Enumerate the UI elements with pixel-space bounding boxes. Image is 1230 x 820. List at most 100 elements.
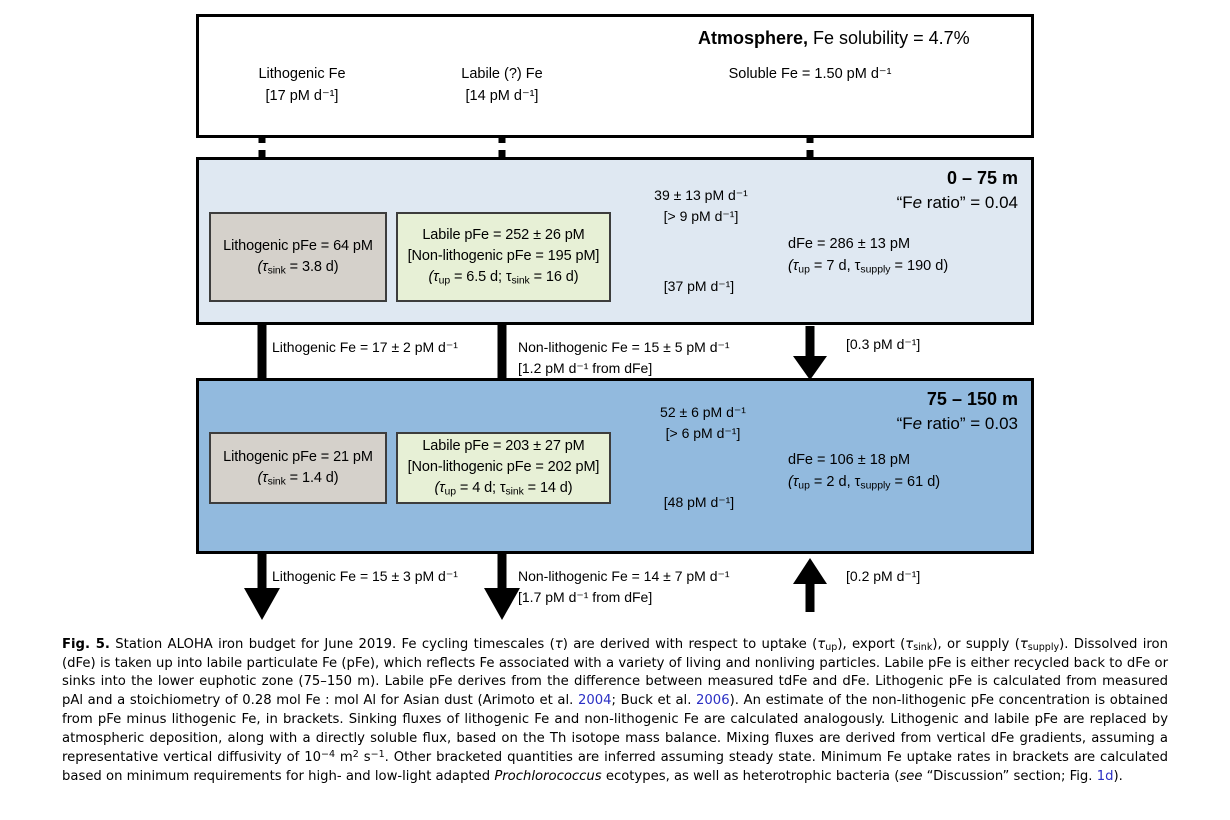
lower-fe-ratio-italic: e xyxy=(912,414,923,434)
tau-up-subscript: up xyxy=(438,275,451,287)
dfe-tau-supply-symbol: = 2 d, τ xyxy=(809,473,861,490)
tau-subscript: sink xyxy=(267,476,286,488)
lower-lithogenic-pool: Lithogenic pFe = 21 pM (τsink = 1.4 d) xyxy=(209,432,387,504)
lower-labile-line2: [Non-lithogenic pFe = 202 pM] xyxy=(407,459,600,476)
lower-dfe-line2: (τup = 2 d, τsupply = 61 d) xyxy=(788,472,940,494)
lower-dfe-label: dFe = 106 ± 18 pM (τup = 2 d, τsupply = … xyxy=(788,450,940,494)
caption-seg1: Station ALOHA iron budget for June 2019.… xyxy=(109,637,555,652)
upper-labile-line2: [Non-lithogenic pFe = 195 pM] xyxy=(407,248,600,265)
mid-flux-nonlithogenic-line1: Non-lithogenic Fe = 15 ± 5 pM d⁻¹ xyxy=(518,339,730,355)
upper-labile-line3: (τup = 6.5 d; τsink = 16 d) xyxy=(429,267,579,288)
lower-fe-ratio-suffix: ratio” = 0.03 xyxy=(922,414,1018,434)
bottom-flux-nonlithogenic-line2: [1.7 pM d⁻¹ from dFe] xyxy=(518,589,653,605)
caption-tau-up-sub: up xyxy=(825,642,838,654)
lower-uptake-flux-line2: [> 6 pM d⁻¹] xyxy=(665,425,741,441)
mid-flux-nonlithogenic-line2: [1.2 pM d⁻¹ from dFe] xyxy=(518,360,653,376)
upper-dfe-line1: dFe = 286 ± 13 pM xyxy=(788,236,911,252)
tau-sink-subscript: sink xyxy=(505,486,524,498)
dfe-tau-supply-value: = 61 d) xyxy=(890,473,941,490)
lower-labile-line1: Labile pFe = 203 ± 27 pM xyxy=(422,438,585,455)
source-label-soluble: Soluble Fe = 1.50 pM d⁻¹ xyxy=(700,64,920,86)
dfe-tau-supply-symbol: = 7 d, τ xyxy=(809,257,861,274)
lower-uptake-flux-line1: 52 ± 6 pM d⁻¹ xyxy=(660,404,746,420)
upper-lithogenic-pool: Lithogenic pFe = 64 pM (τsink = 3.8 d) xyxy=(209,212,387,302)
lower-labile-line3: (τup = 4 d; τsink = 14 d) xyxy=(434,478,572,499)
tau-value: = 3.8 d) xyxy=(285,258,339,275)
atmosphere-title: Atmosphere, Fe solubility = 4.7% xyxy=(698,28,970,49)
caption-seg7: ). An estimate of the non-lithogenic pFe… xyxy=(62,693,1168,766)
source-label-lithogenic: Lithogenic Fe [17 pM d⁻¹] xyxy=(242,64,362,108)
upper-zone-title: 0 – 75 m “Fe ratio” = 0.04 xyxy=(760,165,1018,216)
caption-seg11: ecotypes, as well as heterotrophic bacte… xyxy=(601,769,900,785)
dfe-tau-supply-subscript: supply xyxy=(860,480,891,492)
upper-fe-ratio-prefix: “F xyxy=(896,193,913,213)
lower-uptake-flux-label: 52 ± 6 pM d⁻¹ [> 6 pM d⁻¹] xyxy=(630,402,776,444)
tau-subscript: sink xyxy=(267,265,286,277)
tau-symbol: (τ xyxy=(257,469,268,486)
dfe-tau-up-symbol: (τ xyxy=(788,257,799,274)
upper-fe-ratio-suffix: ratio” = 0.04 xyxy=(922,193,1018,213)
upper-uptake-flux-line1: 39 ± 13 pM d⁻¹ xyxy=(654,187,748,203)
caption-seg12: “Discussion” section; Fig. xyxy=(922,769,1097,785)
caption-seg3: ), export ( xyxy=(837,637,906,652)
upper-lithogenic-line2: (τsink = 3.8 d) xyxy=(258,257,339,278)
mixing-arrow-upward xyxy=(793,558,827,612)
tau-sink-value: = 16 d) xyxy=(529,269,579,286)
source-labile-line2: [14 pM d⁻¹] xyxy=(465,87,539,104)
lower-lithogenic-line2: (τsink = 1.4 d) xyxy=(258,468,339,489)
caption-exponent-minus1: −1 xyxy=(370,749,385,761)
source-labile-line1: Labile (?) Fe xyxy=(461,66,543,82)
lower-recycle-flux-label: [48 pM d⁻¹] xyxy=(634,492,764,513)
caption-seg2: ) are derived with respect to uptake ( xyxy=(562,637,818,652)
upper-recycle-flux-label: [37 pM d⁻¹] xyxy=(634,276,764,297)
lower-fe-ratio-prefix: “F xyxy=(896,414,913,434)
tau-up-symbol: (τ xyxy=(428,269,439,286)
dfe-tau-up-subscript: up xyxy=(798,264,810,276)
bottom-flux-nonlithogenic-line1: Non-lithogenic Fe = 14 ± 7 pM d⁻¹ xyxy=(518,568,730,584)
tau-symbol: (τ xyxy=(257,258,268,275)
tau-sink-symbol: = 4 d; τ xyxy=(455,480,506,497)
atmosphere-title-rest: Fe solubility = 4.7% xyxy=(808,28,970,48)
upper-zone-fe-ratio: “Fe ratio” = 0.04 xyxy=(760,191,1018,216)
caption-seg5: ). Dissolved iron (dFe) is taken up into… xyxy=(62,637,1168,709)
source-lithogenic-line1: Lithogenic Fe xyxy=(258,66,346,82)
caption-tau-sink: τ xyxy=(905,637,914,652)
source-lithogenic-line2: [17 pM d⁻¹] xyxy=(265,87,339,104)
tau-up-subscript: up xyxy=(444,486,457,498)
caption-tau-supply-sub: supply xyxy=(1027,642,1060,654)
caption-reference-2006[interactable]: 2006 xyxy=(696,693,730,709)
caption-tau-supply: τ xyxy=(1019,637,1028,652)
dfe-tau-up-symbol: (τ xyxy=(788,473,799,490)
upper-labile-line1: Labile pFe = 252 ± 26 pM xyxy=(422,227,585,244)
upper-dfe-line2: (τup = 7 d, τsupply = 190 d) xyxy=(788,256,948,278)
mixing-arrow-down-head xyxy=(793,356,827,380)
caption-seg9: s xyxy=(358,750,371,766)
upper-fe-ratio-italic: e xyxy=(912,193,923,213)
lower-zone-depth: 75 – 150 m xyxy=(926,389,1018,409)
lower-dfe-line1: dFe = 106 ± 18 pM xyxy=(788,452,911,468)
source-label-labile: Labile (?) Fe [14 pM d⁻¹] xyxy=(442,64,562,108)
caption-exponent-2: 2 xyxy=(352,749,359,761)
export-arrow-nonlithogenic-head xyxy=(484,588,520,620)
tau-sink-symbol: = 6.5 d; τ xyxy=(450,269,512,286)
caption-seg6: ; Buck et al. xyxy=(611,693,697,709)
lower-lithogenic-line1: Lithogenic pFe = 21 pM xyxy=(223,448,373,465)
mid-flux-nonlithogenic-label: Non-lithogenic Fe = 15 ± 5 pM d⁻¹ [1.2 p… xyxy=(518,337,730,379)
bottom-flux-mixing-label: [0.2 pM d⁻¹] xyxy=(846,568,921,584)
lower-zone-fe-ratio: “Fe ratio” = 0.03 xyxy=(760,412,1018,437)
caption-organism-name: Prochlorococcus xyxy=(494,769,602,785)
caption-seg4: ), or supply ( xyxy=(932,637,1020,652)
tau-up-symbol: (τ xyxy=(434,480,445,497)
lower-recycle-flux-line1: [48 pM d⁻¹] xyxy=(663,494,735,510)
caption-seg8: m xyxy=(335,750,353,766)
bottom-flux-nonlithogenic-label: Non-lithogenic Fe = 14 ± 7 pM d⁻¹ [1.7 p… xyxy=(518,566,730,608)
mixing-arrow-up-head xyxy=(793,558,827,584)
caption-reference-2004[interactable]: 2004 xyxy=(577,693,612,709)
caption-seg10: . Other bracketed quantities are inferre… xyxy=(62,750,1168,785)
upper-lithogenic-line1: Lithogenic pFe = 64 pM xyxy=(223,237,373,254)
mixing-arrow-downward xyxy=(793,326,827,380)
caption-exponent-minus4: −4 xyxy=(321,749,336,761)
caption-reference-fig1d[interactable]: 1d xyxy=(1096,769,1114,785)
dfe-tau-supply-value: = 190 d) xyxy=(890,257,949,274)
